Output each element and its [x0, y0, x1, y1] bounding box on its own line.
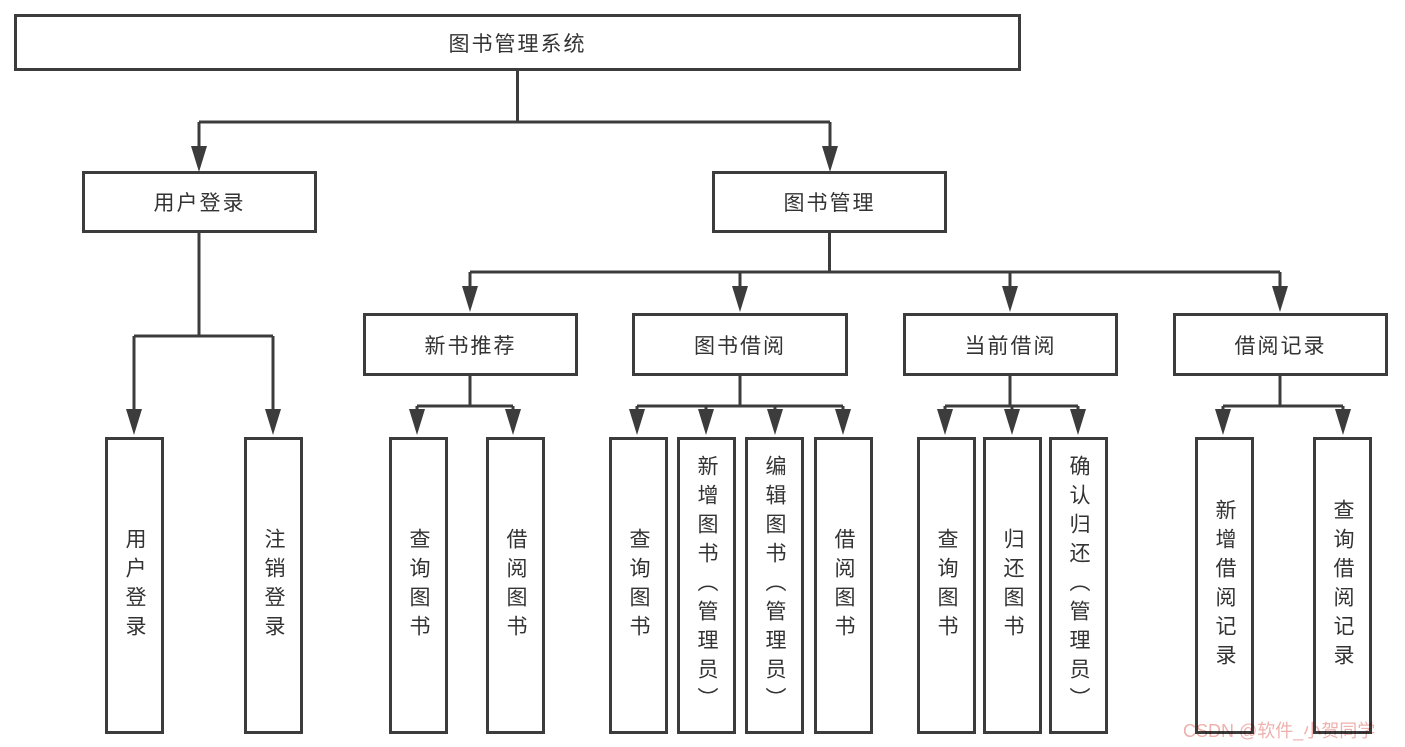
leaf-query-borrowing-record: 查询借阅记录 [1313, 437, 1372, 734]
node-label: 新增借阅记录 [1213, 498, 1236, 673]
node-label: 借阅记录 [1234, 334, 1327, 358]
leaf-logout: 注销登录 [244, 437, 303, 734]
leaf-borrow-books-recommend: 借阅图书 [486, 437, 545, 734]
leaf-return-books: 归还图书 [983, 437, 1042, 734]
node-label: 归还图书 [1001, 527, 1024, 644]
node-user-login-branch: 用户登录 [82, 171, 317, 233]
node-book-borrowing: 图书借阅 [632, 313, 848, 376]
node-label: 用户登录 [153, 192, 246, 215]
node-label: 新书推荐 [424, 334, 517, 358]
leaf-add-books-admin: 新增图书（管理员） [677, 437, 736, 734]
node-label: 注销登录 [262, 527, 285, 644]
node-borrowing-records: 借阅记录 [1173, 313, 1388, 376]
node-label: 图书管理系统 [448, 32, 587, 56]
node-book-management-branch: 图书管理 [712, 171, 947, 233]
leaf-borrow-books: 借阅图书 [814, 437, 873, 734]
csdn-watermark: CSDN @软件_小贺同学 [1183, 721, 1376, 741]
node-current-borrowing: 当前借阅 [903, 313, 1118, 376]
node-label: 当前借阅 [964, 334, 1057, 358]
arrowhead-icons [126, 146, 1351, 435]
node-label: 用户登录 [123, 527, 146, 644]
node-library-management-system: 图书管理系统 [14, 14, 1021, 71]
node-label: 编辑图书（管理员） [763, 455, 786, 716]
node-label: 查询图书 [627, 527, 650, 644]
leaf-user-login: 用户登录 [105, 437, 164, 734]
node-label: 确认归还（管理员） [1067, 455, 1090, 716]
node-label: 查询借阅记录 [1331, 498, 1354, 673]
leaf-confirm-return-admin: 确认归还（管理员） [1049, 437, 1108, 734]
leaf-query-books-current: 查询图书 [917, 437, 976, 734]
leaf-edit-books-admin: 编辑图书（管理员） [745, 437, 804, 734]
leaf-query-books-recommend: 查询图书 [389, 437, 448, 734]
node-label: 借阅图书 [504, 527, 527, 644]
leaf-add-borrowing-record: 新增借阅记录 [1195, 437, 1254, 734]
node-label: 图书管理 [783, 192, 876, 215]
node-label: 查询图书 [407, 527, 430, 644]
leaf-query-books-borrow: 查询图书 [609, 437, 668, 734]
node-label: 借阅图书 [832, 527, 855, 644]
node-new-book-recommendation: 新书推荐 [363, 313, 578, 376]
node-label: 查询图书 [935, 527, 958, 644]
node-label: 新增图书（管理员） [695, 455, 718, 716]
node-label: 图书借阅 [694, 334, 786, 358]
